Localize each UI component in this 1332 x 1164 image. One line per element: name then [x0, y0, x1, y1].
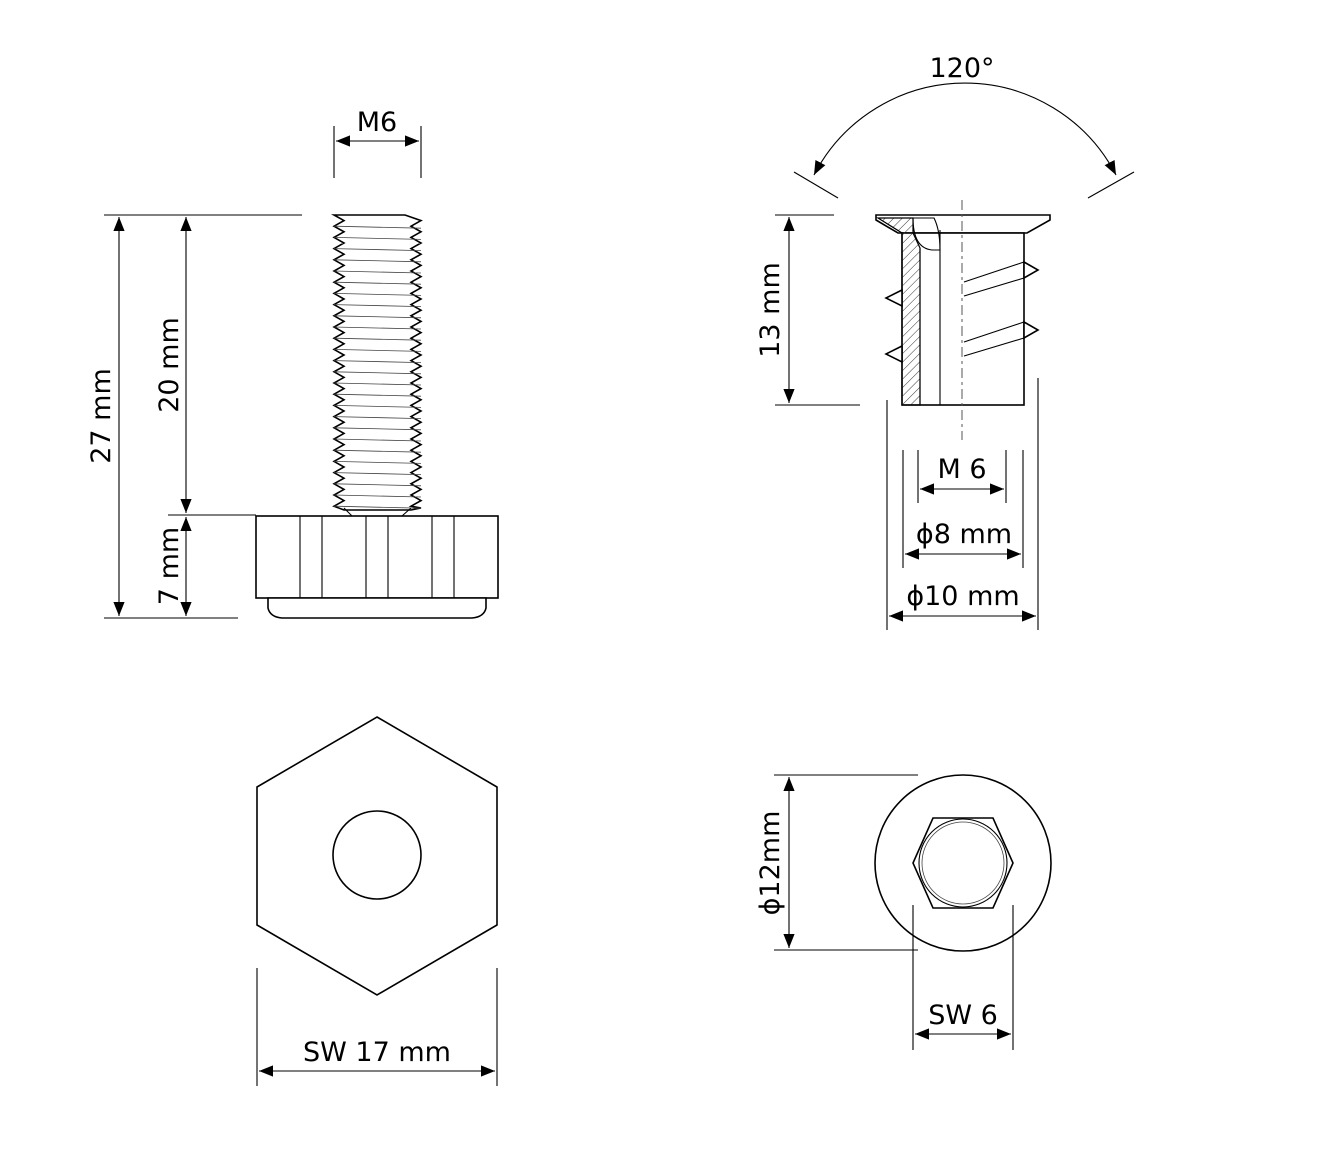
thread-crest-line: [333, 405, 422, 408]
insert-section-hatch: [875, 217, 921, 406]
thread-crest-line: [333, 416, 422, 419]
thread-crest-line: [333, 270, 422, 274]
thread-crest-line: [333, 461, 422, 464]
thread-crest-line: [333, 237, 422, 240]
thread-crest-line: [333, 326, 422, 330]
thread-crest-line: [333, 360, 422, 363]
bolt-thread: [330, 214, 423, 511]
hex-center-hole: [332, 810, 422, 900]
thread-crest-line: [333, 472, 422, 475]
dim-label-7mm: 7 mm: [154, 527, 185, 605]
thread-crest-line: [333, 505, 422, 509]
thread-crest-line: [333, 225, 422, 229]
insert-thread-teeth-left: [884, 288, 903, 364]
insert-side-view: 120° 13 mm M 6 ϕ8 mm ϕ10 mm: [755, 53, 1135, 630]
thread-crest-line: [333, 315, 422, 319]
dim-label-sw6: SW 6: [928, 1000, 998, 1031]
thread-crest-line: [333, 259, 422, 263]
dim-label-8mm: ϕ8 mm: [916, 519, 1012, 550]
insert-hex-socket: [912, 817, 1014, 909]
thread-crest-line: [333, 449, 422, 453]
hex-bottom-view: SW 17 mm: [256, 716, 498, 1086]
thread-crest-line: [333, 337, 422, 341]
thread-crest-line: [333, 349, 422, 352]
bolt-base-knurl: [299, 516, 455, 598]
thread-crest-line: [333, 281, 422, 285]
dim-label-13mm: 13 mm: [755, 262, 786, 358]
dim-label-insert-m6: M 6: [937, 454, 986, 485]
bolt-base: [255, 515, 499, 599]
thread-crest-line: [333, 483, 422, 487]
dim-label-m6: M6: [357, 107, 397, 138]
insert-bore-circle: [918, 818, 1008, 908]
dim-label-sw17: SW 17 mm: [303, 1037, 451, 1068]
insert-top-view: ϕ12mm SW 6: [755, 774, 1052, 1050]
thread-crest-line: [333, 393, 422, 397]
insert-thread-teeth-right: [1023, 260, 1040, 340]
thread-crest-line: [333, 293, 422, 296]
insert-thread-bands: [963, 261, 1025, 357]
thread-crest-line: [333, 304, 422, 307]
dim-label-20mm: 20 mm: [154, 317, 185, 413]
dim-label-27mm: 27 mm: [86, 368, 117, 464]
insert-head: [875, 214, 1051, 234]
bolt-thread-crests: [333, 225, 422, 517]
dim-label-120deg: 120°: [929, 53, 994, 84]
dim-label-10mm: ϕ10 mm: [906, 581, 1019, 612]
thread-crest-line: [333, 438, 422, 442]
thread-crest-line: [333, 494, 422, 498]
thread-crest-line: [333, 371, 422, 375]
dim-label-12mm: ϕ12mm: [755, 811, 786, 916]
dim-arc-120: [813, 82, 1117, 176]
thread-crest-line: [333, 382, 422, 386]
bolt-foot-pad: [267, 597, 487, 619]
thread-crest-line: [333, 427, 422, 431]
thread-crest-line: [333, 248, 422, 251]
bolt-side-view: 27 mm 20 mm 7 mm M6: [86, 107, 499, 619]
